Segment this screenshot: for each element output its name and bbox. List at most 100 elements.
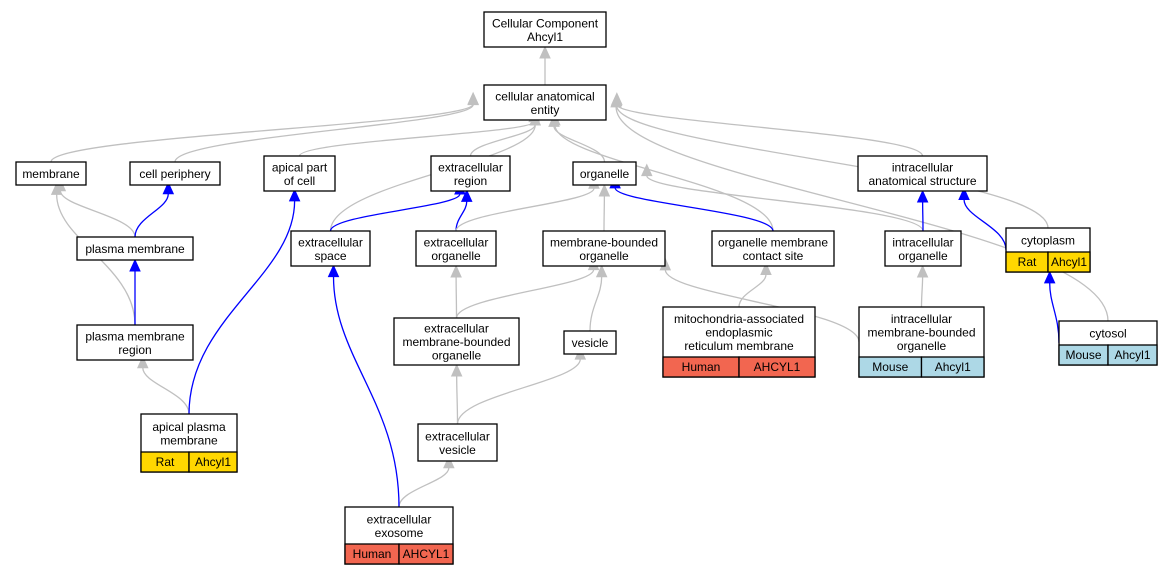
edge-line xyxy=(188,200,296,415)
edge-line xyxy=(332,276,400,508)
term-box xyxy=(76,324,194,361)
edge-arrowhead xyxy=(288,188,301,202)
term-node-cellperiph[interactable]: cell periphery xyxy=(129,161,221,186)
term-node-organelle[interactable]: organelle xyxy=(572,161,637,186)
term-box xyxy=(483,11,607,48)
term-node-membrane[interactable]: membrane xyxy=(15,161,87,186)
edge-line xyxy=(455,269,595,319)
edge-arrowhead xyxy=(916,189,929,203)
term-box xyxy=(430,155,511,192)
edge-exosome-to-exspace xyxy=(327,264,400,508)
edge-line xyxy=(455,187,595,232)
edge-exosome-to-exvesicle xyxy=(398,455,455,508)
term-label: organelle xyxy=(580,167,630,181)
edge-pmregion-to-plasmamem xyxy=(129,258,141,325)
term-label: intracellular xyxy=(892,235,953,249)
edge-cae-to-root xyxy=(539,45,551,86)
gene-cell xyxy=(398,543,454,565)
edge-arrowhead xyxy=(916,264,929,278)
term-label: mitochondria-associated xyxy=(674,312,804,326)
term-box xyxy=(393,317,520,366)
edge-line xyxy=(615,105,1049,229)
term-node-plasmamem[interactable]: plasma membrane xyxy=(76,236,194,261)
term-label: cellular anatomical xyxy=(495,89,594,103)
term-label: Ahcyl1 xyxy=(527,30,563,44)
edge-line xyxy=(455,201,468,232)
edge-arrowhead xyxy=(450,363,463,377)
term-label: exosome xyxy=(375,526,424,540)
term-label: extracellular xyxy=(425,429,490,443)
edge-intraorg-to-organelle xyxy=(641,163,924,232)
term-node-mam[interactable]: mitochondria-associatedendoplasmicreticu… xyxy=(662,306,816,378)
edge-cellperiph-to-cae xyxy=(174,92,479,163)
term-node-vesicle[interactable]: vesicle xyxy=(563,330,617,355)
term-label: contact site xyxy=(743,249,804,263)
edge-line xyxy=(664,269,860,343)
edge-line xyxy=(553,126,606,163)
term-box xyxy=(483,84,607,121)
term-label: vesicle xyxy=(572,336,609,350)
edge-exmbo-to-mbo xyxy=(455,257,600,319)
gene-cell xyxy=(920,356,985,378)
edge-arrowhead xyxy=(610,94,622,108)
term-label: reticulum membrane xyxy=(684,339,794,353)
gene-cell xyxy=(1047,251,1091,273)
edge-line xyxy=(59,190,136,238)
term-label: organelle membrane xyxy=(718,235,828,249)
edge-line xyxy=(298,120,535,157)
term-label: organelle xyxy=(579,249,629,263)
term-label: cytoplasm xyxy=(1021,234,1075,248)
gene-label: Ahcyl1 xyxy=(1114,348,1150,362)
edge-line xyxy=(616,103,924,157)
gene-cell xyxy=(188,451,238,473)
term-box xyxy=(563,330,617,355)
edge-cytosol-to-cytoplasm xyxy=(1043,270,1060,344)
term-label: cytosol xyxy=(1089,327,1126,341)
gene-label: Ahcyl1 xyxy=(935,360,971,374)
term-label: membrane-bounded xyxy=(867,326,975,340)
edge-arrowhead xyxy=(641,163,653,177)
edge-apicalpm-to-pmregion xyxy=(137,355,190,415)
term-node-imbo[interactable]: intracellularmembrane-boundedorganelleMo… xyxy=(858,306,985,378)
edge-arrowhead xyxy=(539,45,551,59)
edge-line xyxy=(738,274,767,308)
term-label: organelle xyxy=(898,249,948,263)
edge-arrowhead xyxy=(443,455,455,469)
edge-arrowhead xyxy=(50,182,63,195)
edge-membrane-to-cae xyxy=(50,91,479,163)
term-label: region xyxy=(118,343,151,357)
term-label: vesicle xyxy=(439,443,476,457)
edge-line xyxy=(1049,282,1060,344)
term-label: cell periphery xyxy=(139,167,210,181)
term-label: apical part xyxy=(272,160,328,174)
term-box xyxy=(129,161,221,186)
edge-line xyxy=(963,199,1007,251)
term-label: plasma membrane xyxy=(85,329,185,343)
term-label: Cellular Component xyxy=(492,16,599,30)
edge-line xyxy=(134,193,169,238)
edge-arrowhead xyxy=(162,181,175,195)
edge-line xyxy=(646,175,924,232)
term-box xyxy=(417,423,498,462)
edge-arrowhead xyxy=(958,187,970,200)
edge-line xyxy=(614,187,774,232)
edge-arrowhead xyxy=(327,264,340,278)
